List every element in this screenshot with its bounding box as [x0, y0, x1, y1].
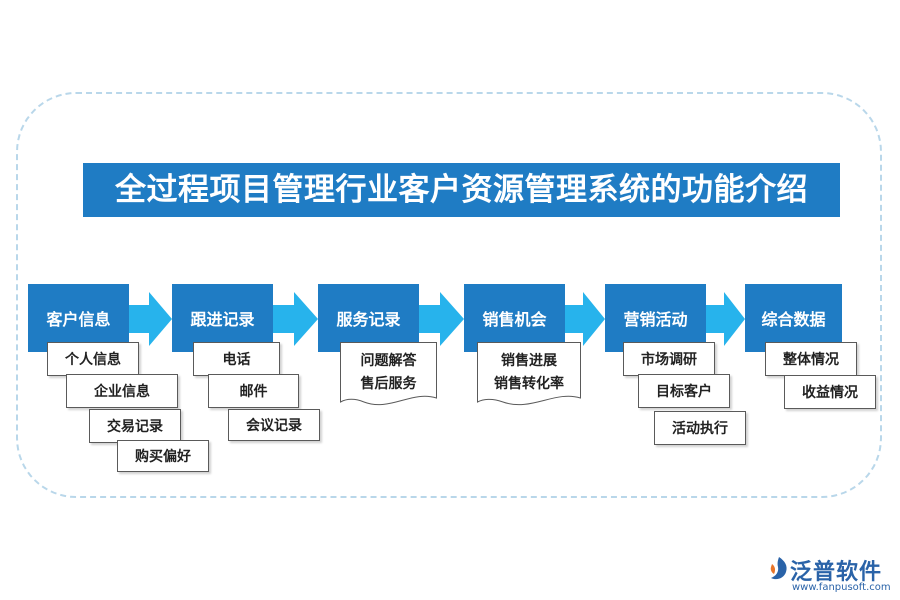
- item-sales-doc: 销售进展 销售转化率: [477, 342, 581, 408]
- brand-name: 泛普软件: [790, 560, 883, 585]
- item-sales-progress: 销售进展: [501, 353, 557, 369]
- wavy-document-icon: [477, 342, 581, 406]
- stage-service-records: 服务记录: [318, 284, 419, 352]
- brand-logo: 泛普软件 www.fanpusoft.com: [768, 553, 896, 597]
- dashed-frame: [16, 92, 882, 498]
- flow-arrow-icon: [565, 292, 605, 346]
- item-overall-status: 整体情况: [765, 342, 857, 376]
- fanpu-logo-icon: [770, 557, 787, 580]
- stage-sales-opportunity: 销售机会: [464, 284, 565, 352]
- item-activity-execution: 活动执行: [654, 411, 746, 445]
- item-transaction-records: 交易记录: [89, 409, 181, 443]
- item-service-doc: 问题解答 售后服务: [340, 342, 437, 408]
- item-target-customers: 目标客户: [638, 374, 730, 408]
- flow-arrow-icon: [129, 292, 172, 346]
- stage-marketing-activity: 营销活动: [605, 284, 706, 352]
- stage-followup-records: 跟进记录: [172, 284, 273, 352]
- item-market-research: 市场调研: [623, 342, 715, 376]
- item-personal-info: 个人信息: [47, 342, 139, 376]
- item-meeting-records: 会议记录: [228, 409, 320, 441]
- flow-arrow-icon: [273, 292, 318, 346]
- wavy-document-icon: [340, 342, 437, 406]
- item-purchase-preference: 购买偏好: [117, 440, 209, 472]
- item-revenue-status: 收益情况: [784, 375, 876, 409]
- flow-arrow-icon: [706, 292, 745, 346]
- item-phone: 电话: [193, 342, 280, 376]
- flow-arrow-icon: [419, 292, 464, 346]
- item-after-sales: 售后服务: [360, 376, 417, 392]
- stage-comprehensive-data: 综合数据: [745, 284, 842, 352]
- brand-url: www.fanpusoft.com: [792, 582, 891, 593]
- item-email: 邮件: [208, 374, 299, 408]
- diagram-title: 全过程项目管理行业客户资源管理系统的功能介绍: [83, 163, 840, 217]
- item-conversion-rate: 销售转化率: [494, 376, 564, 392]
- stage-customer-info: 客户信息: [28, 284, 129, 352]
- item-problem-answer: 问题解答: [360, 353, 417, 369]
- item-company-info: 企业信息: [66, 374, 178, 408]
